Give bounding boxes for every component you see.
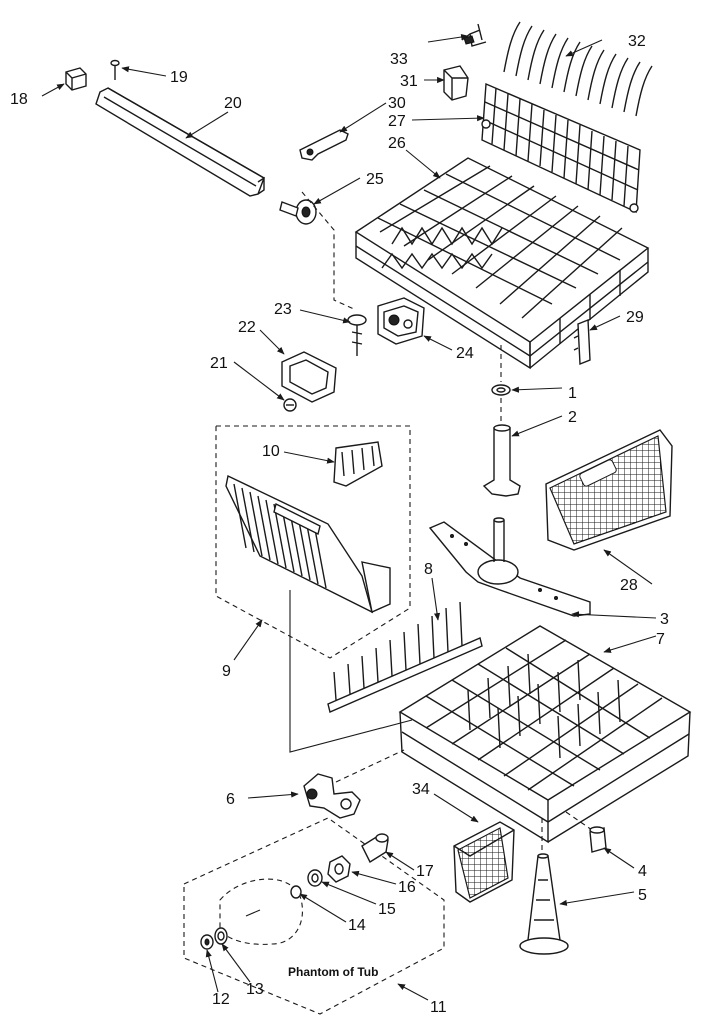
- callout-labels: 1 2 3 4 5 6 7 8 9 10 11 12 13 14 15 16 1…: [10, 33, 669, 1016]
- callout-17: 17: [416, 863, 434, 880]
- callout-28: 28: [620, 577, 638, 594]
- group-11-outline: [183, 817, 445, 1015]
- callout-14: 14: [348, 917, 366, 934]
- callout-11: 11: [430, 999, 447, 1016]
- callout-4: 4: [638, 863, 647, 880]
- callout-29: 29: [626, 309, 644, 326]
- callout-34: 34: [412, 781, 430, 798]
- callout-20: 20: [224, 95, 242, 112]
- callout-31: 31: [400, 73, 418, 90]
- callout-22: 22: [238, 319, 256, 336]
- gasket-part: [214, 927, 228, 945]
- callout-8: 8: [424, 561, 433, 578]
- callout-9: 9: [222, 663, 231, 680]
- callout-27: 27: [388, 113, 406, 130]
- washer-part: [491, 384, 511, 396]
- callout-5: 5: [638, 887, 647, 904]
- cutlery-basket-part: [453, 821, 515, 903]
- screw-part: [110, 59, 120, 80]
- callout-12: 12: [212, 991, 230, 1008]
- roller-screw-part: [283, 398, 297, 412]
- callout-32: 32: [628, 33, 646, 50]
- callout-18: 18: [10, 91, 28, 108]
- fold-down-tines-part: [503, 21, 653, 117]
- rack-clip-part: [573, 318, 591, 366]
- nut-part: [200, 934, 214, 950]
- callout-10: 10: [262, 443, 280, 460]
- rack-bracket-part: [303, 773, 361, 819]
- roller-assembly-part: [347, 297, 425, 356]
- hex-nut-part: [327, 855, 351, 883]
- callout-33: 33: [390, 51, 408, 68]
- fold-shelf-part: [225, 474, 391, 614]
- cup-shelf-part: [333, 441, 383, 487]
- callout-24: 24: [456, 345, 474, 362]
- spacer-part: [290, 885, 302, 899]
- end-cap-part: [65, 67, 87, 91]
- callout-23: 23: [274, 301, 292, 318]
- callout-26: 26: [388, 135, 406, 152]
- callout-2: 2: [568, 409, 577, 426]
- inlet-part: [361, 833, 389, 864]
- silverware-basket-part: [545, 429, 673, 551]
- callout-16: 16: [398, 879, 416, 896]
- callout-7: 7: [656, 631, 665, 648]
- rack-track-part: [95, 87, 265, 197]
- spring-clip-part: [461, 23, 487, 47]
- feed-tube-part: [482, 424, 521, 497]
- callout-15: 15: [378, 901, 396, 918]
- callout-19: 19: [170, 69, 188, 86]
- adjuster-part: [443, 65, 469, 101]
- lower-rack-part: [398, 625, 692, 844]
- tine-rack-part: [481, 82, 641, 214]
- bearing-part: [589, 826, 607, 853]
- callout-30: 30: [388, 95, 406, 112]
- stop-clip-part: [299, 129, 349, 161]
- tine-row-part: [327, 601, 483, 713]
- spray-tower-part: [519, 853, 569, 955]
- callout-13: 13: [246, 981, 264, 998]
- group-9-outline: [215, 425, 411, 659]
- phantom-of-tub-label: Phantom of Tub: [288, 965, 378, 979]
- roller-housing-part: [281, 351, 337, 403]
- leader-lines: [41, 33, 657, 1001]
- callout-6: 6: [226, 791, 235, 808]
- callout-3: 3: [660, 611, 669, 628]
- fitting-part: [307, 869, 323, 887]
- upper-rack-part: [354, 157, 650, 370]
- rack-roller-part: [279, 199, 317, 225]
- callout-1: 1: [568, 385, 577, 402]
- callout-25: 25: [366, 171, 384, 188]
- callout-21: 21: [210, 355, 228, 372]
